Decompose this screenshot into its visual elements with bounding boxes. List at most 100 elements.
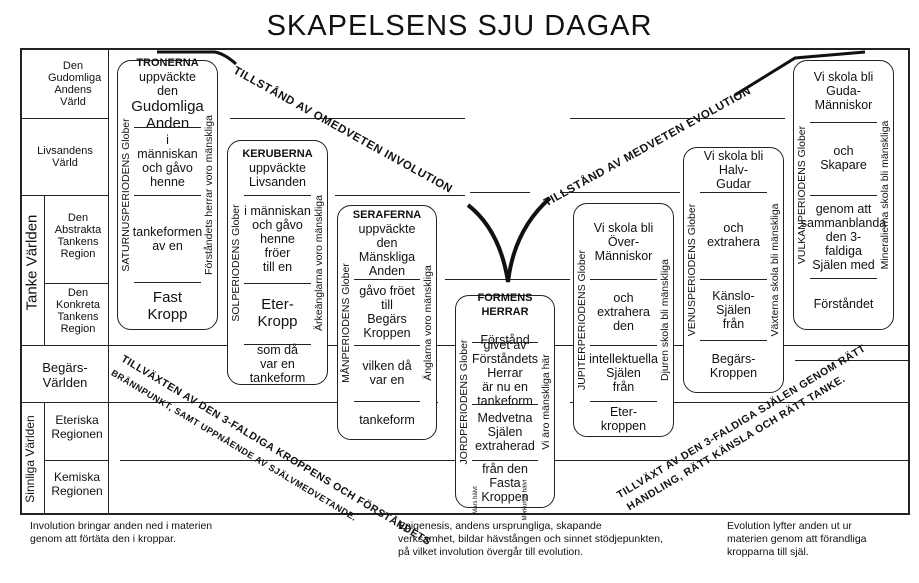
box-text: Själen med — [812, 257, 875, 272]
box-text: henne — [150, 175, 185, 190]
lifewave-label: Mineralierna skola bli mänskliga — [879, 120, 891, 270]
box-text: tankeform — [249, 371, 306, 385]
box-text: Kroppen — [481, 490, 529, 505]
box-text: FORMENS HERRAR — [477, 292, 533, 318]
v-turning-point — [466, 196, 552, 283]
box-text: Eter- — [609, 404, 638, 419]
box-text: sammanblanda — [800, 215, 887, 230]
box-text: TRONERNA — [136, 57, 199, 69]
box-text: och — [723, 221, 744, 236]
box-text: extraherad — [475, 438, 535, 453]
box-text: uppväckte den — [139, 70, 196, 98]
box-text: av en — [152, 238, 183, 253]
box-text — [503, 319, 506, 333]
box-text: vilken då — [362, 359, 412, 374]
box-text: Kropp — [147, 305, 188, 323]
box-text: gåvo fröet — [359, 284, 415, 299]
mercury-half-label: Merkurius hälvt — [522, 479, 529, 521]
box-text: Livsanden — [249, 175, 306, 190]
box-text: extrahera — [707, 235, 760, 250]
box-text: Själen — [606, 366, 641, 381]
box-section: FORMENS HERRAR Förstånd — [456, 292, 554, 347]
label-abstrakta: Den Abstrakta Tankens Region — [54, 212, 102, 260]
box-text: som då — [257, 343, 298, 357]
box-text: och gåvo — [252, 218, 303, 233]
box-text: Gudar — [716, 176, 751, 191]
label-kemiska: Kemiska Regionen — [51, 470, 103, 498]
level-line — [335, 195, 465, 196]
box-text: Vi skola bli — [813, 70, 874, 85]
box-text: kroppen — [600, 418, 647, 433]
box-text: den 3-faldiga — [825, 229, 862, 258]
box-text: uppväckte — [249, 161, 306, 176]
footer-line: verksamhet, bildar hävstången och sinnet… — [398, 533, 663, 545]
box-text: Förståndet — [813, 296, 874, 311]
box-text: SERAFERNA — [352, 208, 422, 221]
box-section: Eter-kroppen — [574, 401, 673, 436]
box-text: Halv- — [718, 162, 749, 177]
sinnliga-sub-divider — [44, 402, 45, 515]
row-line — [20, 118, 108, 119]
box-text: Fast — [152, 288, 183, 306]
box-text: människan — [137, 147, 198, 162]
diagram-frame — [20, 48, 910, 515]
box-text: Kropp — [257, 313, 298, 331]
period-globe-label: VULKANPERIODENS Glober — [796, 125, 808, 265]
box-text: givet av — [483, 338, 527, 352]
box-text: Mänskliga — [358, 249, 416, 264]
lifewave-label: Vi äro mänskliga här — [540, 353, 552, 450]
box-text: Herrar — [487, 366, 523, 380]
box-text: från — [612, 380, 635, 395]
box-text: uppväckte den — [358, 221, 416, 250]
row-line — [44, 283, 108, 284]
footer-line: kropparna till själ. — [727, 546, 809, 558]
box-text: Själen — [716, 302, 751, 317]
box-text: var en — [260, 357, 295, 371]
box-text: Människor — [814, 98, 873, 113]
level-line — [108, 402, 438, 403]
box-text: Gudomliga — [131, 98, 204, 115]
label-eteriska: Eteriska Regionen — [51, 413, 103, 441]
label-livsandens: Livsandens Värld — [37, 145, 93, 169]
box-text: Förståndets — [472, 352, 539, 366]
box-text: tankeformen — [132, 224, 203, 239]
box-text: intellektuella — [589, 352, 658, 367]
row-line — [20, 402, 108, 403]
mars-half-label: Mars hälvt — [472, 486, 479, 514]
label-gudomliga: Den Gudomliga Andens Värld — [48, 60, 102, 108]
footer-line: Involution bringar anden ned i materien — [30, 520, 213, 532]
period-globe-label: MÅNPERIODENS Glober — [340, 262, 352, 383]
level-line — [795, 360, 910, 361]
box-text: den — [613, 319, 634, 334]
box-text: KERUBERNA — [242, 148, 313, 161]
box-text: Förstånd — [480, 333, 530, 347]
box-text: var en — [369, 373, 405, 388]
box-text: Över- — [607, 234, 640, 249]
tanke-sub-divider — [44, 195, 45, 345]
box-text: Människor — [594, 248, 653, 263]
box-text: Känslo- — [712, 288, 755, 303]
lifewave-label: Ärkeänglarna voro mänskliga — [313, 194, 325, 331]
level-line — [570, 402, 910, 403]
period-globe-label: SATURNUSPERIODENS Glober — [120, 118, 132, 272]
level-line — [470, 192, 530, 193]
